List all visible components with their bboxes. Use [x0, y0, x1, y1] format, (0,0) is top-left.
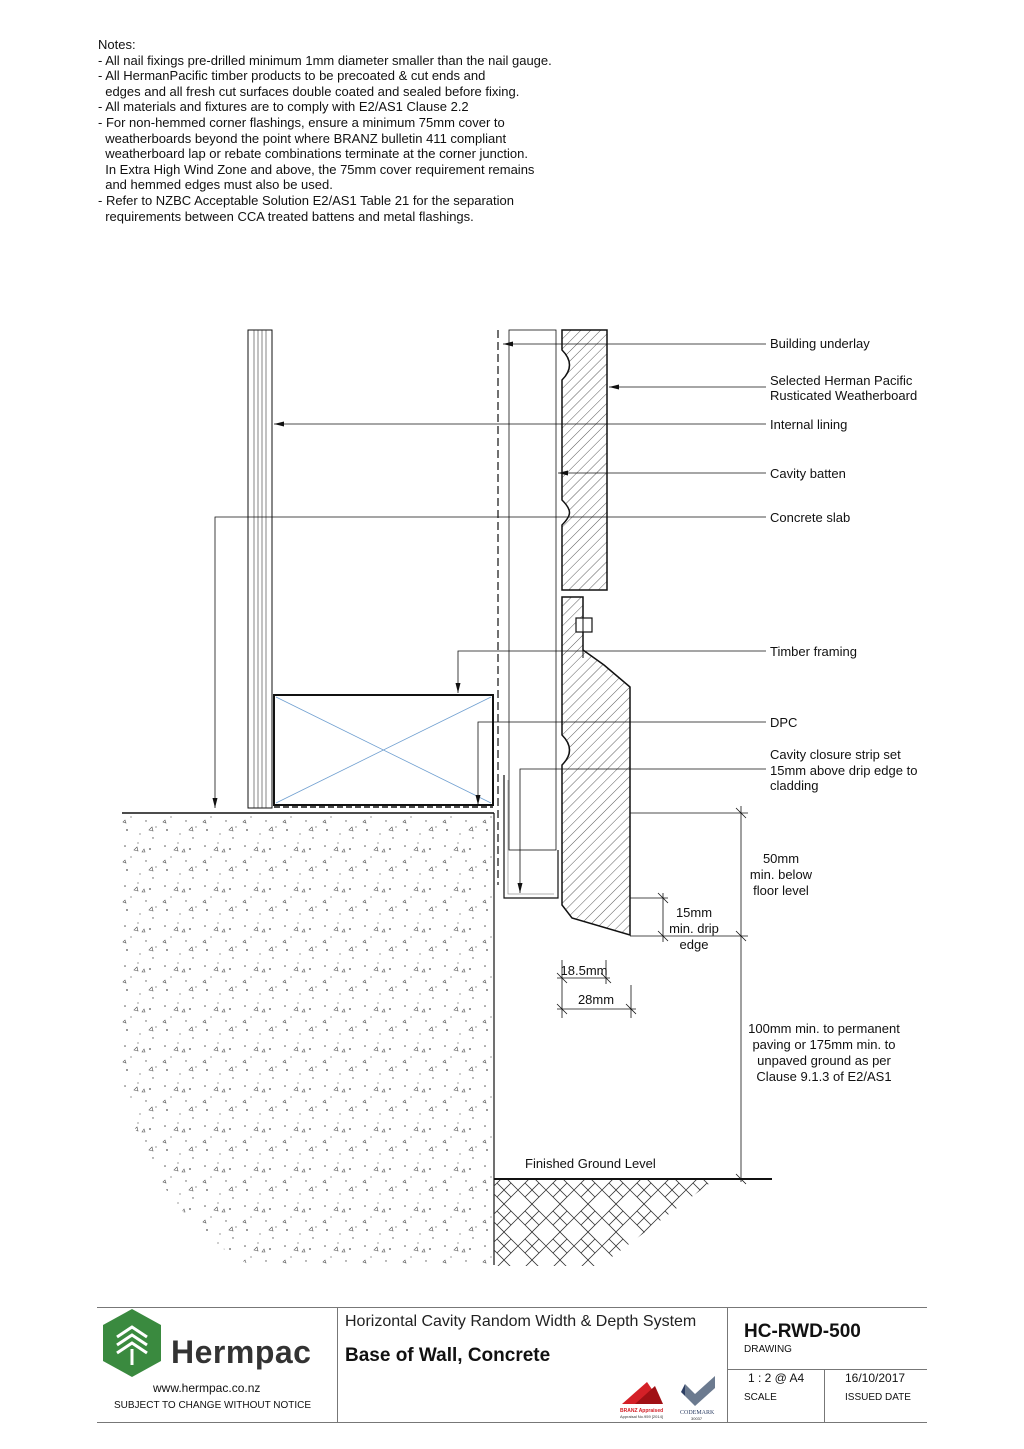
- dim-15-line2: min. drip: [669, 921, 719, 936]
- bottom-plate: [273, 694, 494, 808]
- hermpac-logo-icon: [103, 1309, 161, 1377]
- codemark-text: CODEMARK: [680, 1410, 715, 1416]
- label-weatherboard-line2: Rusticated Weatherboard: [770, 388, 917, 403]
- website: www.hermpac.co.nz: [153, 1381, 261, 1395]
- label-closure-line3: cladding: [770, 778, 818, 793]
- drawing-code: HC-RWD-500: [744, 1321, 861, 1342]
- leaders: [212, 341, 766, 893]
- label-cavity-batten: Cavity batten: [770, 466, 846, 481]
- scale-label: SCALE: [744, 1392, 777, 1403]
- notice: SUBJECT TO CHANGE WITHOUT NOTICE: [114, 1400, 312, 1411]
- brand-name: Hermpac: [171, 1334, 312, 1370]
- codemark-logo-icon: CODEMARK 30037: [680, 1376, 715, 1421]
- divider: [824, 1369, 825, 1423]
- note-line: requirements between CCA treated battens…: [98, 208, 474, 224]
- cavity-closure-inner: [507, 780, 554, 895]
- nail-fixing: [575, 617, 593, 633]
- scale-value: 1 : 2 @ A4: [748, 1371, 805, 1385]
- note-line: weatherboard lap or rebate combinations …: [98, 146, 528, 162]
- dim-18-5: 18.5mm: [561, 963, 608, 978]
- note-line: - All materials and fixtures are to comp…: [98, 99, 469, 115]
- note-line: - All HermanPacific timber products to b…: [98, 68, 486, 84]
- dim-100-line1: 100mm min. to permanent: [748, 1021, 900, 1036]
- branz-logo-icon: BRANZ Appraised Appraisal No.959 [2014]: [620, 1382, 663, 1419]
- dim-15-line3: edge: [680, 937, 709, 952]
- branz-text: BRANZ Appraised: [620, 1408, 663, 1414]
- weatherboard-lower: [561, 596, 631, 937]
- dimensions: [556, 806, 748, 1185]
- note-line: In Extra High Wind Zone and above, the 7…: [98, 161, 535, 177]
- dim-15-line1: 15mm: [676, 905, 712, 920]
- drawing-code-label: DRAWING: [744, 1344, 792, 1355]
- notes-heading: Notes:: [98, 37, 136, 52]
- issued-date-label: ISSUED DATE: [845, 1392, 911, 1403]
- label-internal-lining: Internal lining: [770, 417, 847, 432]
- issued-date-value: 16/10/2017: [845, 1371, 906, 1385]
- divider: [727, 1369, 927, 1370]
- drawing-title: Base of Wall, Concrete: [345, 1345, 551, 1366]
- system-name: Horizontal Cavity Random Width & Depth S…: [345, 1313, 697, 1330]
- label-closure-line1: Cavity closure strip set: [770, 747, 901, 762]
- cavity-batten: [508, 329, 557, 851]
- note-line: and hemmed edges must also be used.: [98, 177, 333, 193]
- notes-block: Notes: - All nail fixings pre-drilled mi…: [98, 37, 698, 224]
- cavity-closure-strip: [503, 775, 559, 899]
- label-finished-ground: Finished Ground Level: [525, 1156, 656, 1171]
- weatherboard-upper: [561, 329, 608, 591]
- dim-50-line1: 50mm: [763, 851, 799, 866]
- note-line: - For non-hemmed corner flashings, ensur…: [98, 114, 505, 130]
- dim-28: 28mm: [578, 992, 614, 1007]
- label-closure-line2: 15mm above drip edge to: [770, 763, 917, 778]
- note-line: - All nail fixings pre-drilled minimum 1…: [98, 52, 552, 68]
- divider: [337, 1307, 338, 1423]
- note-line: weatherboards beyond the point where BRA…: [98, 130, 507, 146]
- title-block-top-rule: [97, 1307, 927, 1308]
- title-block-bottom-rule: [97, 1422, 927, 1423]
- title-block: Hermpac www.hermpac.co.nz SUBJECT TO CHA…: [97, 1307, 927, 1423]
- dim-100-line3: unpaved ground as per: [757, 1053, 891, 1068]
- codemark-subtext: 30037: [691, 1416, 703, 1421]
- dim-100-line4: Clause 9.1.3 of E2/AS1: [756, 1069, 891, 1084]
- divider: [727, 1307, 728, 1423]
- concrete-slab: [122, 813, 494, 1265]
- note-line: - Refer to NZBC Acceptable Solution E2/A…: [98, 192, 514, 208]
- label-building-underlay: Building underlay: [770, 336, 870, 351]
- note-line: edges and all fresh cut surfaces double …: [98, 83, 520, 99]
- internal-lining: [247, 329, 273, 809]
- label-concrete-slab: Concrete slab: [770, 510, 850, 525]
- label-weatherboard-line1: Selected Herman Pacific: [770, 373, 913, 388]
- branz-subtext: Appraisal No.959 [2014]: [620, 1414, 663, 1419]
- dim-50-line2: min. below: [750, 867, 813, 882]
- label-dpc: DPC: [770, 715, 797, 730]
- label-timber-framing: Timber framing: [770, 644, 857, 659]
- dim-100-line2: paving or 175mm min. to: [752, 1037, 895, 1052]
- ground-mask: [600, 1180, 714, 1266]
- dim-50-line3: floor level: [753, 883, 809, 898]
- certification-logos: BRANZ Appraised Appraisal No.959 [2014] …: [620, 1376, 715, 1421]
